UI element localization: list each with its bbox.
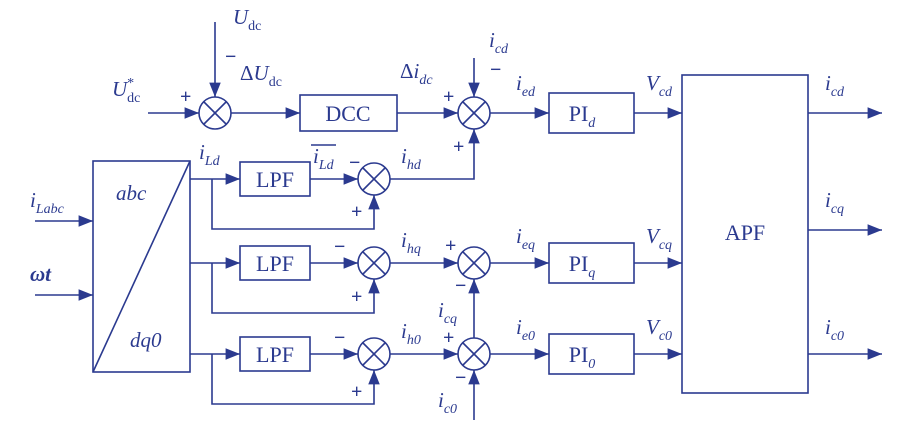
- pi-q-label: PI: [569, 251, 589, 276]
- label-ilabc: iLabc: [30, 188, 65, 217]
- junction-hq: [357, 246, 391, 280]
- label-icq-out: icq: [825, 188, 844, 217]
- pi-d-sub: d: [588, 116, 596, 131]
- label-ihq: ihq: [401, 228, 421, 257]
- label-ic0-in: ic0: [438, 388, 457, 417]
- junction-hd: [357, 162, 391, 196]
- wires: [35, 22, 882, 420]
- lpf-block-0: LPF: [239, 336, 311, 372]
- pi-d-label: PI: [569, 101, 589, 126]
- sign-minus: −: [455, 275, 466, 297]
- sign-plus: +: [445, 235, 456, 257]
- label-delta-udc: ΔUdc: [240, 61, 282, 90]
- label-ild-avg: iLd: [313, 144, 335, 173]
- sign-plus: +: [351, 201, 362, 223]
- lpf-d-label: LPF: [256, 167, 294, 192]
- junction-ed: [457, 96, 491, 130]
- sign-minus: −: [349, 152, 360, 174]
- label-delta-idc: Δidc: [400, 59, 433, 88]
- sign-plus: +: [351, 381, 362, 403]
- sign-plus: +: [443, 86, 454, 108]
- signal-labels: Udc U*dc ΔUdc Δidc icd ied Vcd iLd iLd i…: [30, 5, 845, 417]
- transform-block: abc dq0: [92, 160, 191, 373]
- label-icd-in: icd: [489, 28, 509, 57]
- pi-0-label: PI: [569, 342, 589, 367]
- junction-udc: [198, 96, 232, 130]
- lpf-block-d: LPF: [239, 161, 311, 197]
- apf-label: APF: [725, 220, 765, 245]
- lpf-q-label: LPF: [256, 251, 294, 276]
- pi-block-0: PI0: [548, 333, 635, 375]
- label-vcd: Vcd: [646, 71, 673, 100]
- sign-plus: +: [453, 136, 464, 158]
- label-icd-out: icd: [825, 71, 845, 100]
- sign-plus: +: [351, 286, 362, 308]
- junction-e0: [457, 337, 491, 371]
- svg-text:PIq: PIq: [569, 251, 596, 281]
- transform-bottom-label: dq0: [130, 328, 162, 352]
- svg-text:PI0: PI0: [569, 342, 596, 372]
- signs: + − + − + − + − + − + + − + −: [180, 46, 501, 403]
- sign-minus: −: [455, 367, 466, 389]
- pi-q-sub: q: [588, 266, 595, 281]
- dcc-block: DCC: [299, 94, 398, 132]
- transform-top-label: abc: [116, 181, 147, 205]
- label-ie0: ie0: [516, 315, 535, 344]
- summing-junctions: [198, 96, 491, 371]
- label-vc0: Vc0: [646, 315, 672, 344]
- apf-block: APF: [681, 74, 809, 394]
- label-vcq: Vcq: [646, 224, 672, 253]
- sign-minus: −: [334, 327, 345, 349]
- pi-0-sub: 0: [588, 357, 595, 372]
- sign-minus: −: [334, 236, 345, 258]
- svg-text:PId: PId: [569, 101, 597, 131]
- pi-block-d: PId: [548, 92, 635, 134]
- sign-plus: +: [443, 327, 454, 349]
- sign-minus: −: [225, 46, 236, 68]
- junction-h0: [357, 337, 391, 371]
- label-ih0: ih0: [401, 319, 421, 348]
- lpf-0-label: LPF: [256, 342, 294, 367]
- sign-minus: −: [490, 59, 501, 81]
- sign-plus: +: [180, 86, 191, 108]
- label-udc-top: Udc: [233, 5, 261, 34]
- label-udc-ref: U*dc: [112, 76, 140, 106]
- junction-eq: [457, 246, 491, 280]
- label-ied: ied: [516, 71, 536, 100]
- label-ic0-out: ic0: [825, 315, 844, 344]
- lpf-block-q: LPF: [239, 245, 311, 281]
- label-ild: iLd: [199, 140, 221, 169]
- label-icq-in: icq: [438, 298, 457, 327]
- dcc-label: DCC: [325, 101, 370, 126]
- label-ihd: ihd: [401, 144, 422, 173]
- pi-block-q: PIq: [548, 242, 635, 284]
- label-ieq: ieq: [516, 224, 535, 253]
- label-omega-t: ωt: [30, 262, 52, 286]
